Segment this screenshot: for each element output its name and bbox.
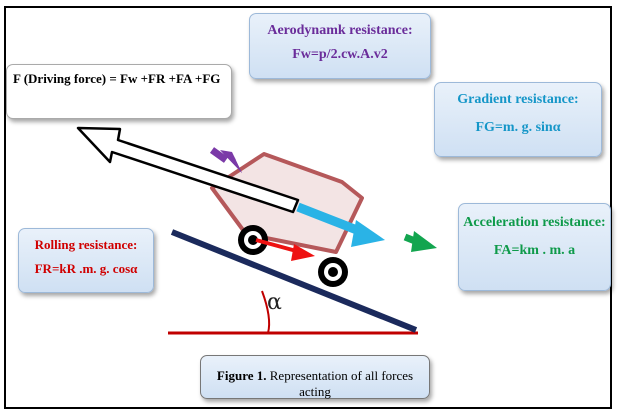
diagram-frame	[4, 6, 612, 409]
rolling-resistance-box: Rolling resistance: FR=kR .m. g. cosα	[18, 228, 154, 293]
figure-caption-text: Representation of all forces acting	[266, 368, 414, 399]
aerodynamic-resistance-box: Aerodynamk resistance: Fw=p/2.cw.A.v2	[249, 13, 431, 79]
driving-force-formula: F (Driving force) = Fw +FR +FA +FG	[13, 71, 221, 86]
gradient-resistance-formula: FG=m. g. sinα	[475, 119, 561, 135]
aerodynamic-resistance-title: Aerodynamk resistance:	[267, 23, 413, 38]
rolling-force-arrow-shaft	[255, 238, 301, 254]
aerodynamic-force-arrow-head	[220, 150, 242, 173]
aerodynamic-force-arrow-shaft	[209, 147, 229, 163]
gradient-force-arrow-shaft	[296, 202, 364, 237]
incline-slope	[170, 229, 418, 333]
acceleration-resistance-title: Acceleration resistance:	[463, 215, 606, 230]
rolling-resistance-title: Rolling resistance:	[34, 237, 138, 252]
acceleration-resistance-box: Acceleration resistance: FA=km . m. a	[458, 203, 611, 291]
rolling-force-arrow-head	[291, 244, 315, 261]
aerodynamic-resistance-formula: Fw=p/2.cw.A.v2	[292, 46, 388, 62]
front-wheel	[318, 257, 348, 287]
gradient-resistance-title: Gradient resistance:	[457, 92, 579, 107]
driving-force-arrow	[76, 126, 300, 214]
gradient-resistance-box: Gradient resistance: FG=m. g. sinα	[434, 82, 602, 157]
aerodynamic-force-arrowhead	[221, 151, 242, 173]
acceleration-force-arrow-head	[411, 231, 437, 252]
acceleration-resistance-formula: FA=km . m. a	[493, 242, 576, 258]
figure-caption: Figure 1. Representation of all forces a…	[200, 355, 430, 399]
rolling-resistance-formula: FR=kR .m. g. cosα	[34, 261, 138, 277]
angle-label: α	[267, 290, 282, 315]
angle-arc	[261, 290, 271, 334]
gradient-force-arrow-head	[351, 220, 385, 247]
driving-force-box: F (Driving force) = Fw +FR +FA +FG	[6, 64, 232, 119]
rear-wheel	[238, 225, 268, 255]
figure-caption-label: Figure 1.	[216, 368, 267, 383]
